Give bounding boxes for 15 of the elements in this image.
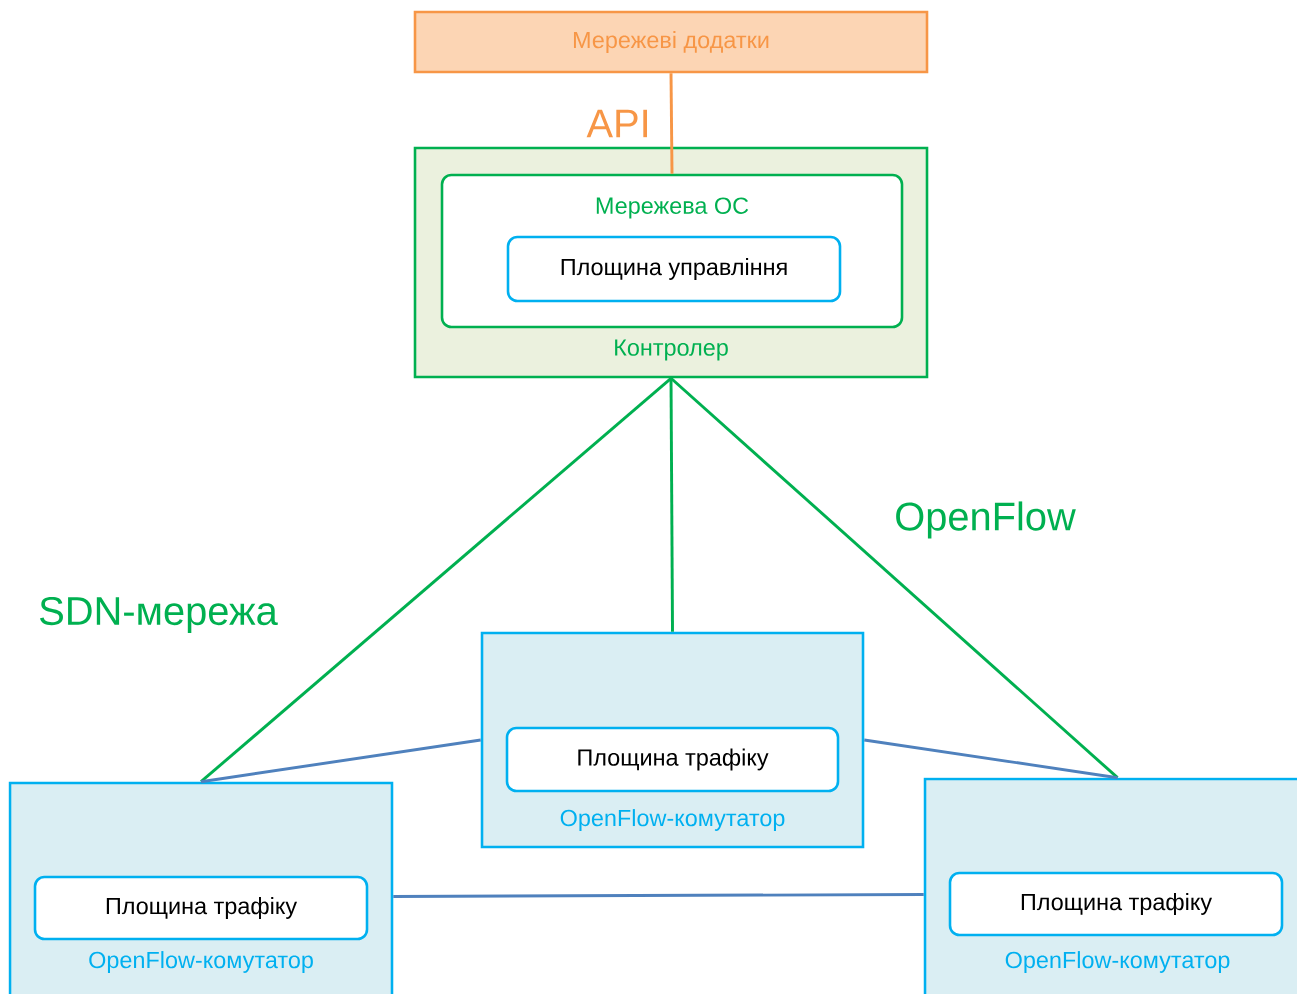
protocol-label: SDN-мережа — [40, 596, 278, 634]
application-box: Мережеві додатки — [413, 10, 929, 74]
connector-line — [393, 893, 924, 898]
protocol-label: OpenFlow — [896, 501, 1076, 539]
connector-line — [200, 738, 481, 784]
connector-line — [200, 377, 672, 783]
connector-line — [864, 738, 1118, 780]
connector-line — [669, 73, 674, 174]
plane-box: Площина трафіку — [505, 726, 840, 793]
connector-line — [669, 378, 674, 632]
connector-line — [670, 377, 1119, 779]
plane-box: Площина трафіку — [948, 871, 1284, 937]
plane-box: Площина трафіку — [33, 875, 369, 941]
edge-label: API — [586, 109, 647, 138]
plane-box: Площина управління — [506, 235, 842, 303]
